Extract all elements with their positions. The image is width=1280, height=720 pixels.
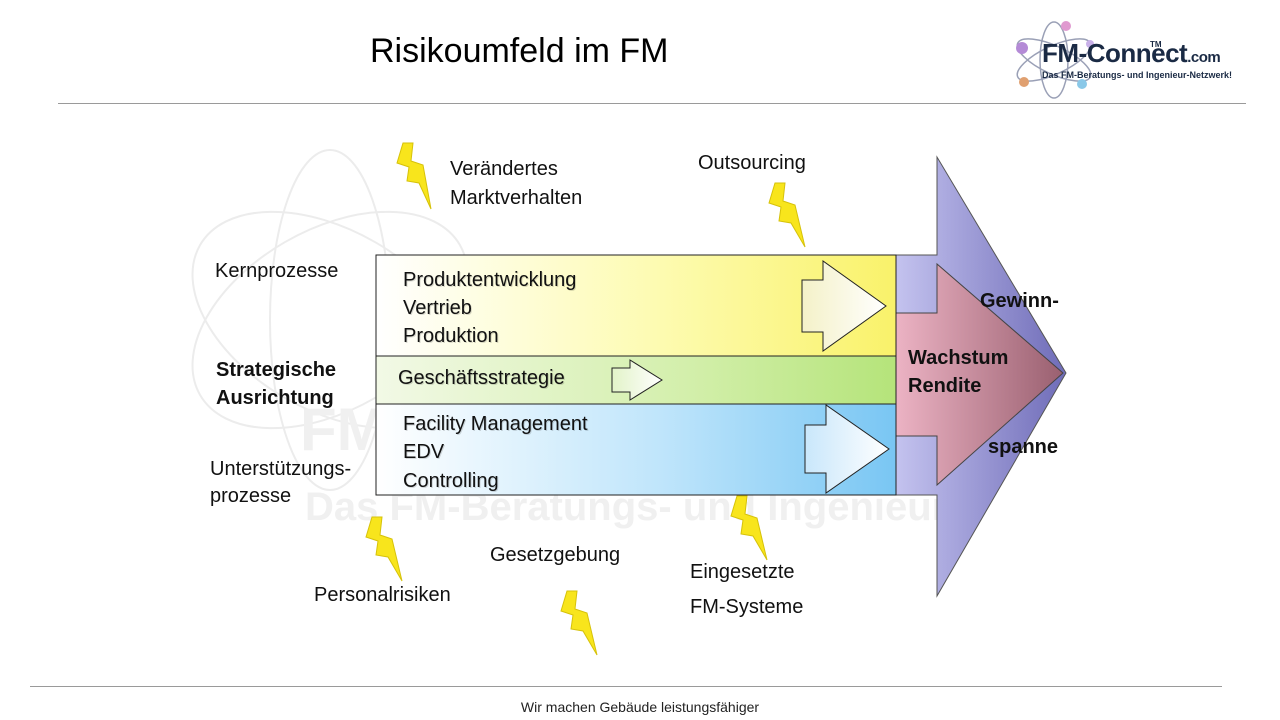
result-spanne: spanne bbox=[988, 436, 1059, 458]
risk-outsourcing: Outsourcing bbox=[698, 152, 806, 174]
fm-connect-logo: FM-Connect.com TM Das FM-Beratungs- und … bbox=[1006, 18, 1232, 100]
svg-text:FM: FM bbox=[300, 396, 387, 463]
support-item-edv: EDV bbox=[403, 441, 445, 463]
strategy-item: Geschäftsstrategie bbox=[398, 367, 565, 389]
support-item-facility-management: Facility Management bbox=[403, 413, 588, 435]
core-item-production: Produktion bbox=[403, 325, 499, 347]
footer-divider bbox=[30, 686, 1222, 687]
core-block-arrow-icon bbox=[801, 260, 887, 352]
strategy-block-arrow-icon bbox=[611, 359, 663, 401]
risk-personnel: Personalrisiken bbox=[314, 584, 451, 606]
risk-legislation: Gesetzgebung bbox=[490, 544, 621, 566]
lightning-icon-personnel bbox=[365, 516, 403, 582]
risk-systems-line1: Eingesetzte bbox=[690, 561, 795, 583]
support-item-controlling: Controlling bbox=[403, 470, 499, 492]
result-gewinn: Gewinn- bbox=[980, 290, 1059, 312]
logo-tagline: Das FM-Beratungs- und Ingenieur-Netzwerk… bbox=[1042, 70, 1233, 80]
logo-wordmark: FM-Connect.com bbox=[1042, 38, 1221, 68]
result-rendite: Rendite bbox=[908, 375, 982, 397]
lightning-icon-market bbox=[396, 142, 432, 210]
inner-result-arrow bbox=[895, 262, 1064, 487]
core-item-sales: Vertrieb bbox=[403, 297, 472, 319]
lightning-icon-support bbox=[730, 495, 768, 561]
risk-market-line2: Marktverhalten bbox=[450, 187, 583, 209]
slide-title: Risikoumfeld im FM bbox=[370, 32, 669, 70]
risk-market-line1: Verändertes bbox=[450, 158, 558, 180]
label-strategic-line2: Ausrichtung bbox=[216, 387, 334, 409]
core-item-product-development: Produktentwicklung bbox=[403, 269, 577, 291]
result-wachstum: Wachstum bbox=[908, 347, 1009, 369]
risk-systems-line2: FM-Systeme bbox=[690, 596, 804, 618]
label-core-processes: Kernprozesse bbox=[215, 260, 339, 282]
lightning-icon-outsourcing bbox=[768, 182, 806, 248]
label-strategic-line1: Strategische bbox=[216, 359, 337, 381]
label-support-line2: prozesse bbox=[210, 485, 292, 507]
footer-slogan: Wir machen Gebäude leistungsfähiger bbox=[520, 699, 760, 715]
support-block-arrow-icon bbox=[804, 404, 890, 494]
logo-trademark: TM bbox=[1150, 40, 1162, 49]
atom-logo-icon bbox=[1016, 21, 1094, 99]
lightning-icon-legislation bbox=[560, 590, 598, 656]
label-support-line1: Unterstützungs- bbox=[210, 458, 352, 480]
header-divider bbox=[58, 103, 1246, 104]
